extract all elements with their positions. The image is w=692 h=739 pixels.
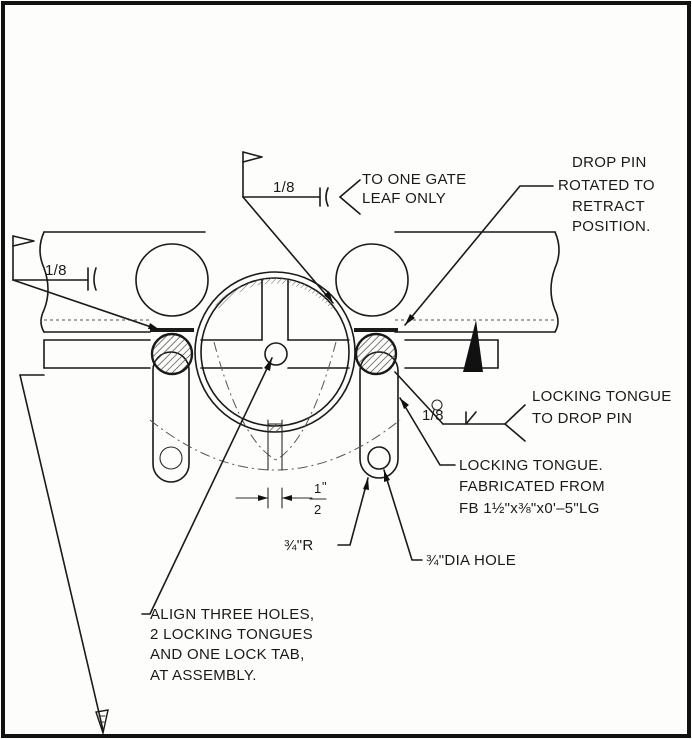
right-tongue <box>354 320 483 479</box>
align-note-line3: AND ONE LOCK TAB, <box>150 646 305 663</box>
gate-rails <box>39 231 560 369</box>
dim-half-denominator: 2 <box>314 502 321 517</box>
weld-symbol-right <box>394 371 526 442</box>
dim-half-unit: " <box>322 479 327 494</box>
lower-leader <box>19 374 109 736</box>
dia-hole-leader <box>383 469 423 561</box>
weld-symbol-left <box>12 235 161 331</box>
drop-pin-leader <box>404 185 554 326</box>
radius-leader <box>337 477 369 546</box>
drop-pin-note-line3: RETRACT <box>572 198 645 215</box>
align-note-line4: AT ASSEMBLY. <box>150 667 257 684</box>
weld-symbol-top <box>242 151 361 304</box>
weld-note-top-line2: LEAF ONLY <box>362 190 446 207</box>
weld-note-top-line1: TO ONE GATE <box>362 171 466 188</box>
dia-hole-label: ¾"DIA HOLE <box>426 552 516 569</box>
left-tongue <box>150 328 194 483</box>
tongue-note-line1: LOCKING TONGUE. <box>459 457 603 474</box>
dimension-half-inch: 1 2 " <box>235 479 327 517</box>
left-pipe <box>135 243 209 317</box>
dim-half-numerator: 1 <box>314 481 321 496</box>
tongue-note-line2: FABRICATED FROM <box>459 478 605 495</box>
tongue-note-line3: FB 1½"x⅜"x0'–5"LG <box>459 500 600 517</box>
center-post <box>194 271 356 433</box>
weld-size-left: 1/8 <box>45 262 67 279</box>
lock-tab-hole <box>264 342 288 366</box>
align-note-line2: 2 LOCKING TONGUES <box>150 626 313 643</box>
locking-tongue-leader <box>399 397 456 466</box>
tongue-weld-note-line1: LOCKING TONGUE <box>532 388 672 405</box>
drop-pin-note-line4: POSITION. <box>572 218 651 235</box>
right-pipe <box>335 243 409 317</box>
drop-pin-note-line2: ROTATED TO <box>558 177 655 194</box>
drop-pin-note-line1: DROP PIN <box>572 154 647 171</box>
swing-arc <box>149 419 401 471</box>
weld-size-top: 1/8 <box>273 179 295 196</box>
align-leader <box>141 357 273 615</box>
weld-size-right: 1/8 <box>422 407 444 424</box>
radius-label: ¾"R <box>284 537 314 554</box>
tongue-weld-note-line2: TO DROP PIN <box>532 410 632 427</box>
align-note-line1: ALIGN THREE HOLES, <box>150 606 314 623</box>
